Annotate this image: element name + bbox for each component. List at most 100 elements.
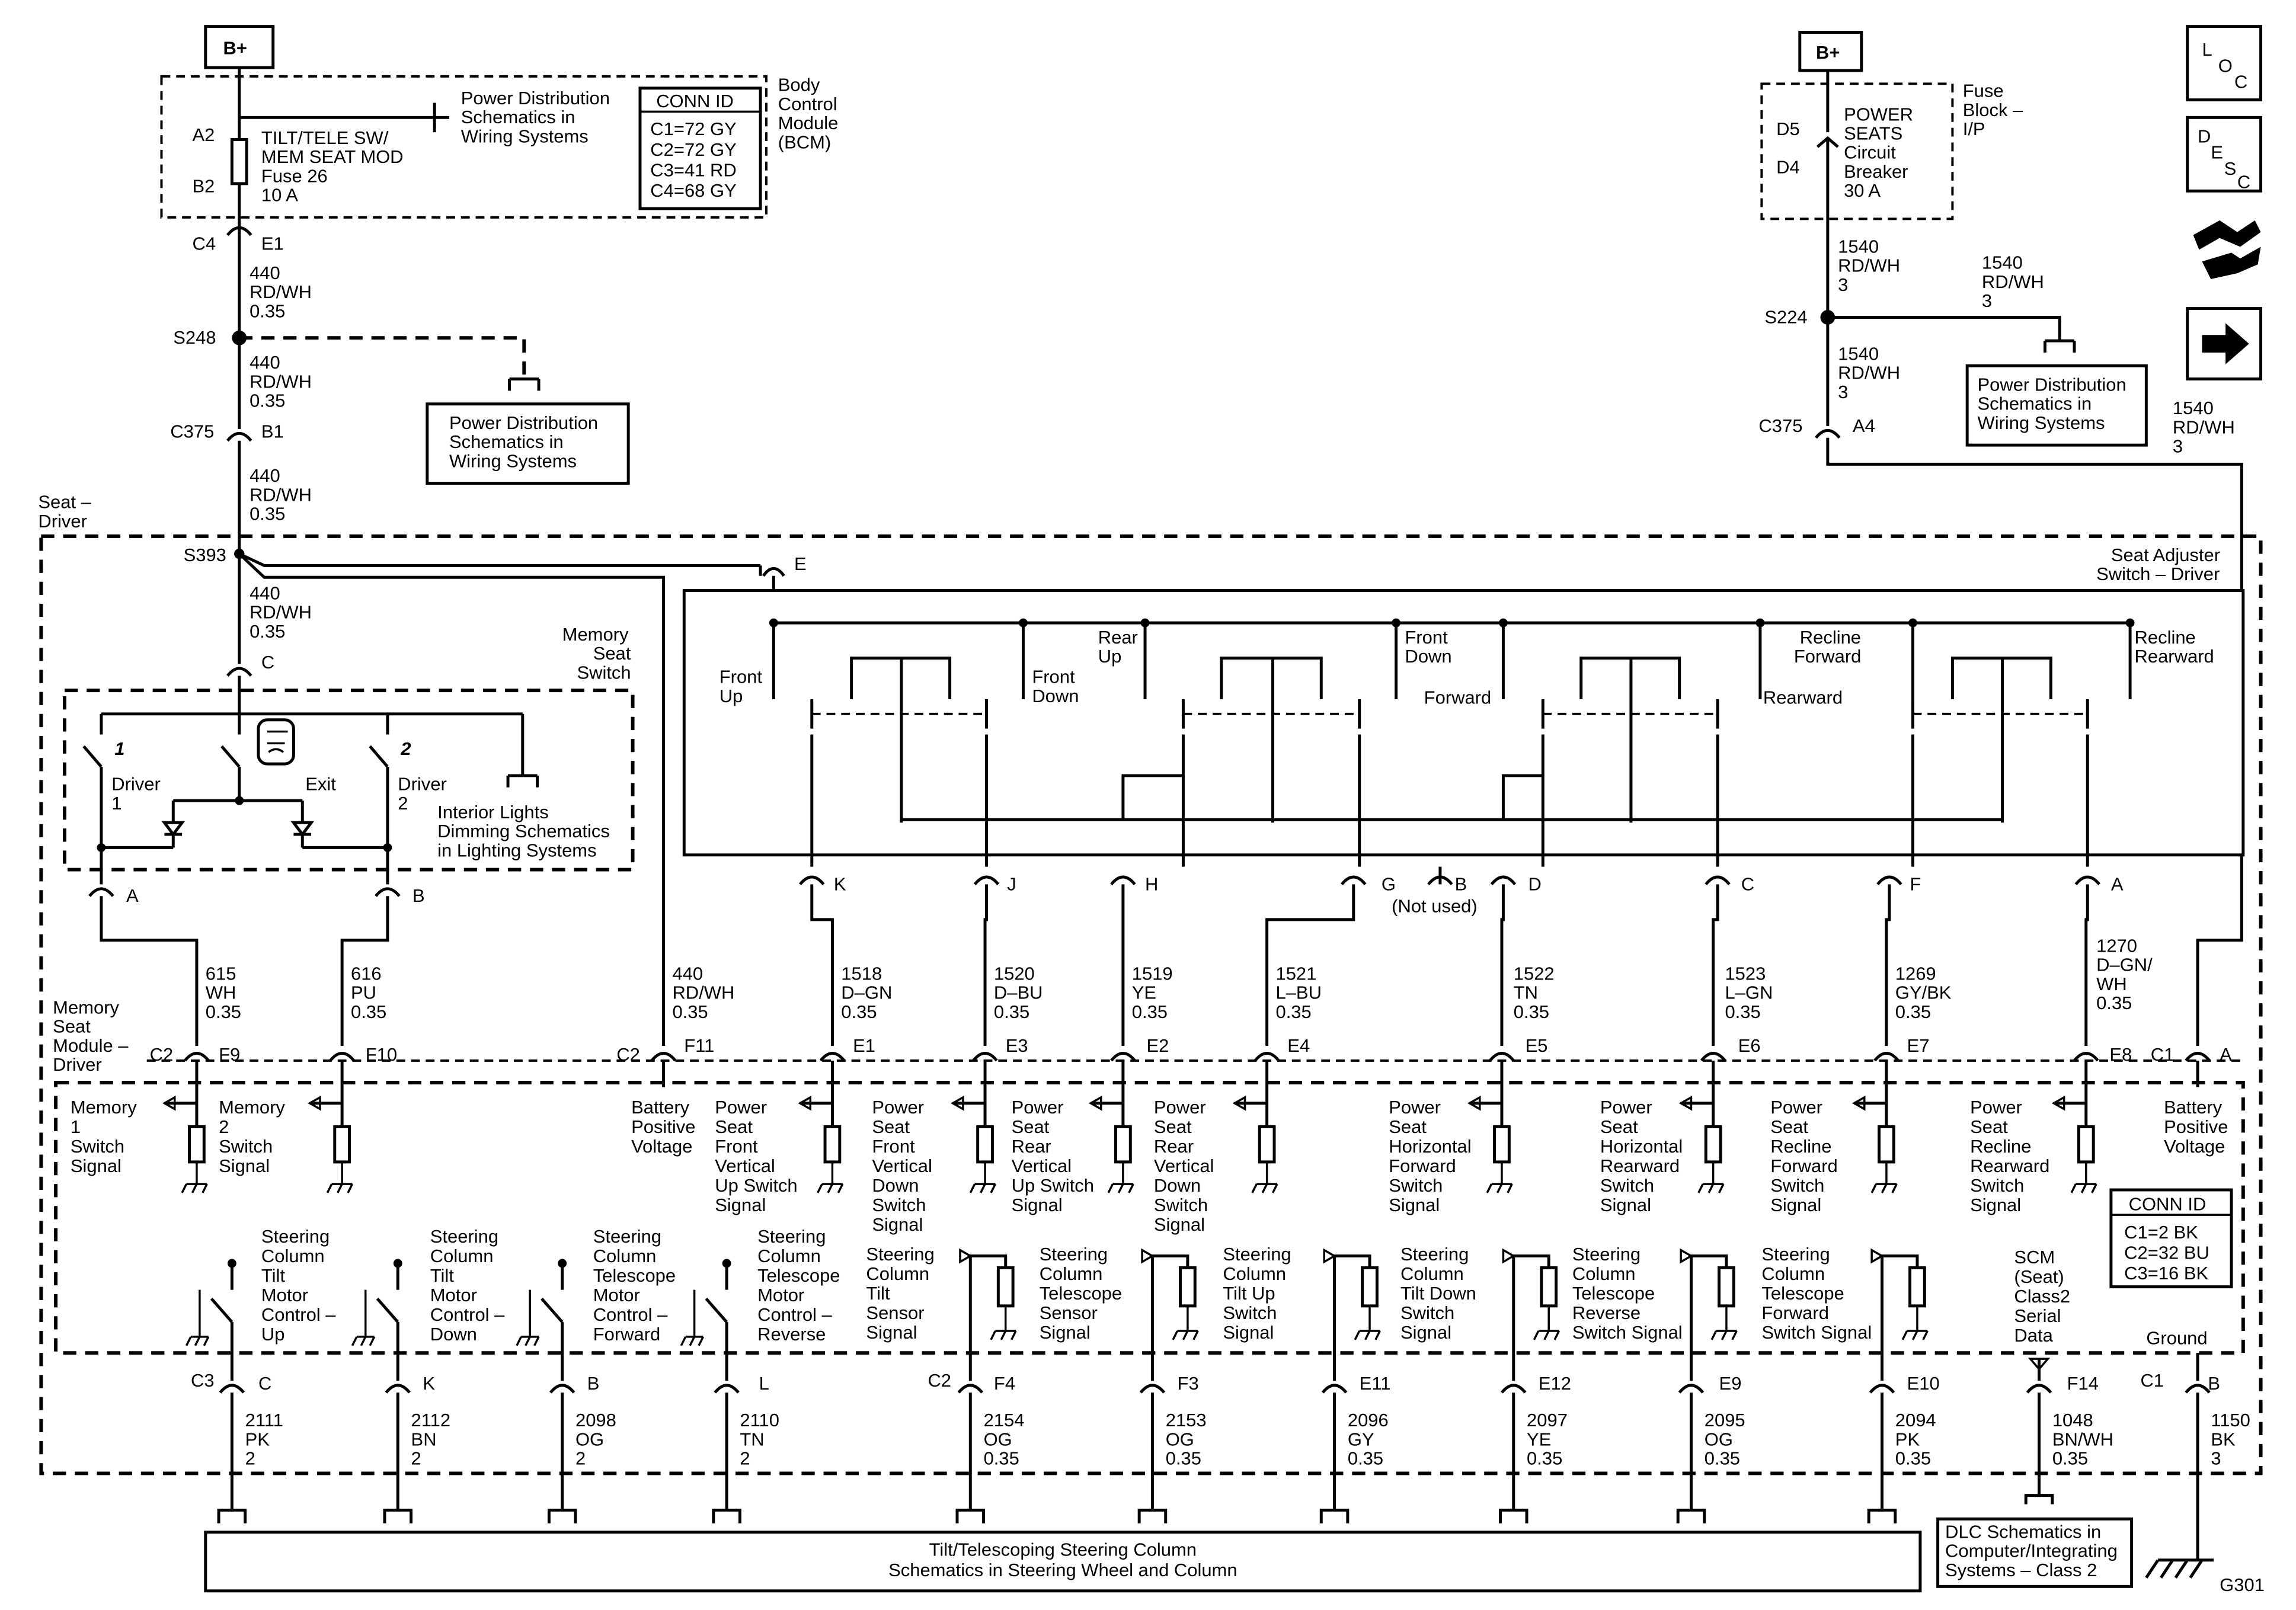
adjuster-common-2 (1579, 657, 1681, 823)
sensor-label-text: Switch Signal (1761, 1322, 1872, 1343)
svg-text:1540: 1540 (2173, 398, 2214, 418)
module-signal-arrow-4 (951, 1095, 964, 1111)
svg-text:Rearward: Rearward (2135, 646, 2214, 667)
module-signal-text: Switch (1770, 1175, 1824, 1196)
svg-text:RD/WH: RD/WH (1982, 271, 2044, 292)
bottom-wire-label: 0.35 (1348, 1448, 1383, 1469)
bottom-pin-label: E11 (1360, 1373, 1391, 1394)
arrow-right-icon[interactable] (2186, 307, 2263, 381)
s393-branch-to-e (238, 552, 761, 567)
harness-wrench-icon[interactable] (2193, 220, 2261, 280)
module-signal-arrow-5 (1088, 1095, 1102, 1111)
desc-icon[interactable]: D E S C (2186, 116, 2263, 193)
module-signal-tap-9 (1854, 1087, 1888, 1127)
svg-text:1521: 1521 (1275, 963, 1316, 984)
wire-label-440-a: 440 RD/WH 0.35 (250, 263, 312, 321)
svg-text:E3: E3 (1006, 1035, 1028, 1056)
pin-a2: A2 (192, 124, 215, 145)
label-d5: D5 (1776, 119, 1800, 139)
breaker-label: POWER SEATS Circuit Breaker 30 A (1844, 104, 1913, 201)
diode-2 (290, 801, 315, 848)
loc-icon[interactable]: L O C (2186, 25, 2263, 102)
adjuster-pin-connector-7 (1876, 875, 1902, 885)
bottom-bracket-0 (217, 1508, 247, 1523)
motor-driver-switch-0 (210, 1260, 234, 1381)
module-signal-text: Power (1012, 1097, 1064, 1118)
scm-arrow (2028, 1358, 2051, 1371)
connector-e-top (759, 565, 785, 577)
circuit-breaker-symbol (1816, 136, 1839, 220)
bottom-connector-11 (2185, 1384, 2211, 1394)
module-pull-resistor-4 (976, 1125, 994, 1164)
module-signal-text: Front (872, 1136, 915, 1157)
svg-text:TILT/TELE SW/: TILT/TELE SW/ (261, 127, 389, 148)
pin-b2: B2 (192, 176, 215, 197)
svg-text:Seat: Seat (593, 643, 631, 664)
adjuster-pin-connector-8 (2074, 875, 2101, 885)
pds-ref-left-text: Power Distribution Schematics in Wiring … (449, 412, 598, 471)
module-pull-resistor-3 (823, 1125, 842, 1164)
adjuster-internals (769, 618, 2135, 867)
bottom-connector-1 (385, 1384, 411, 1394)
sensor-label-text: Steering (1761, 1244, 1830, 1265)
module-ground-icon-10 (2070, 1161, 2097, 1193)
switch-driver-2 (369, 713, 389, 885)
svg-text:Computer/Integrating: Computer/Integrating (1945, 1541, 2118, 1561)
motor-label-text: Telescope (593, 1265, 676, 1286)
svg-text:Fuse: Fuse (1963, 81, 2004, 101)
bottom-connector-8 (1678, 1384, 1705, 1394)
steering-ref-line-2: Schematics in Steering Wheel and Column (888, 1560, 1237, 1580)
bottom-pin-label: B (587, 1373, 600, 1394)
module-conn-id-list: C1=2 BK C2=32 BU C3=16 BK (2124, 1222, 2209, 1283)
svg-text:1269: 1269 (1895, 963, 1936, 984)
module-signal-text: Switch (219, 1136, 273, 1157)
svg-text:10 A: 10 A (261, 185, 298, 206)
b-plus-right-box (1798, 31, 1863, 72)
module-top-pin-3 (819, 1052, 846, 1062)
label-rear-up: Rear (1098, 627, 1138, 648)
module-signal-text: Vertical (872, 1156, 932, 1176)
module-signal-text: Positive (631, 1116, 695, 1137)
sensor-resistor-5 (1908, 1266, 1926, 1308)
svg-text:RD/WH: RD/WH (672, 982, 734, 1003)
motor-driver-switch-3 (705, 1260, 728, 1381)
motor-label-text: Motor (593, 1285, 640, 1305)
adjuster-output-wire-0 (810, 884, 834, 1046)
sensor-arrow-4 (1680, 1248, 1693, 1264)
bottom-wire-label: 3 (2211, 1448, 2221, 1469)
module-signal-text: Seat (1770, 1116, 1808, 1137)
sensor-line-2 (1333, 1254, 1371, 1381)
adjuster-feed-node-1 (1019, 618, 1028, 628)
module-signal-text: Positive (2164, 1116, 2228, 1137)
bcm-module-label: Body Control Module (BCM) (778, 75, 839, 153)
svg-text:1520: 1520 (994, 963, 1035, 984)
module-signal-labels: Memory1SwitchSignalMemory2SwitchSignalBa… (71, 1087, 2228, 1235)
svg-text:1519: 1519 (1132, 963, 1173, 984)
bottom-bracket-1 (383, 1508, 413, 1523)
module-pull-resistor-9 (1878, 1125, 1895, 1164)
module-signal-text: Signal (872, 1214, 923, 1235)
svg-text:A: A (2220, 1044, 2232, 1065)
svg-text:D: D (2198, 126, 2211, 146)
module-signal-text: Seat (1600, 1116, 1638, 1137)
label-front-down: Front (1032, 667, 1075, 687)
bottom-wire-label: 1150 (2211, 1410, 2250, 1430)
svg-text:Power Distribution: Power Distribution (461, 88, 610, 108)
sensor-label-text: Signal (1400, 1322, 1451, 1343)
module-signal-tap-3 (800, 1087, 834, 1127)
module-signal-text: Power (872, 1097, 924, 1118)
motor-label-text: Steering (593, 1226, 661, 1247)
bottom-wire-label: 2110 (740, 1410, 779, 1430)
memory-seat-switch-label: Memory Seat Switch (562, 624, 631, 683)
module-signal-text: Seat (715, 1116, 753, 1137)
bottom-bracket-5 (1137, 1508, 1168, 1523)
seat-driver-dashed-box (39, 534, 2263, 1475)
bcm-pds-bracket (433, 103, 449, 133)
seat-driver-label-1: Seat – (38, 492, 91, 513)
bottom-wire-label: 2153 (1166, 1410, 1207, 1430)
module-top-pin-1 (329, 1052, 355, 1062)
sensor-label-text: Steering (1572, 1244, 1641, 1265)
adjuster-pin-connector-1 (973, 875, 1000, 885)
sensor-resistor-0 (996, 1266, 1015, 1308)
